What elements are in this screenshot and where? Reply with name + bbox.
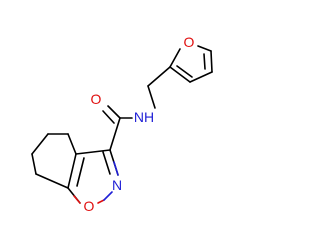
bond-o1-n2-n (103, 191, 113, 201)
furan-ring (169, 45, 213, 83)
bond-furan-c4-c5-double (203, 53, 206, 70)
amide-nh-label: NH (134, 109, 154, 125)
bond-furan-c2-c3-double (176, 65, 193, 78)
bond-c7-c7a (35, 173, 69, 189)
isoxazole-nitrogen-label: N (112, 177, 122, 193)
bond-c6-c7 (31, 153, 37, 175)
bond-c3a-c7a (67, 153, 77, 189)
isoxazole-oxygen-label: O (84, 198, 95, 214)
bond-furan-c2-c3 (169, 66, 191, 83)
bond-furan-c5-o1 (197, 45, 212, 52)
bond-n-ch2 (147, 85, 156, 109)
carboxamide-group (102, 66, 171, 151)
furan-oxygen-label: O (184, 34, 195, 50)
bond-c3a-c3 (75, 149, 111, 155)
bond-carbonyl-double-b (102, 110, 115, 124)
bond-c3a-c4 (67, 133, 77, 155)
bond-furan-o1-c2 (169, 48, 181, 68)
bond-ch2-furan (147, 66, 171, 87)
isoxazole-ring (67, 149, 119, 204)
molecule-structure-diagram: O NH O N O (31, 34, 213, 214)
bond-furan-c3-c4 (189, 71, 213, 83)
bond-c5-c6 (31, 133, 49, 155)
bond-furan-c4-c5 (210, 50, 213, 73)
cyclohexane-ring (31, 133, 77, 189)
bond-c3-n2-double-a-n (113, 161, 119, 176)
bond-c3-carbonyl-c (109, 117, 121, 151)
carbonyl-oxygen-label: O (91, 91, 102, 107)
bond-carbonyl-double-a (107, 105, 121, 119)
bond-o1-n2 (97, 199, 105, 204)
bond-c7a-o1-o (73, 195, 81, 204)
bond-c3-n2-double-b (102, 151, 111, 175)
bond-c3a-c7a-double (76, 157, 85, 187)
